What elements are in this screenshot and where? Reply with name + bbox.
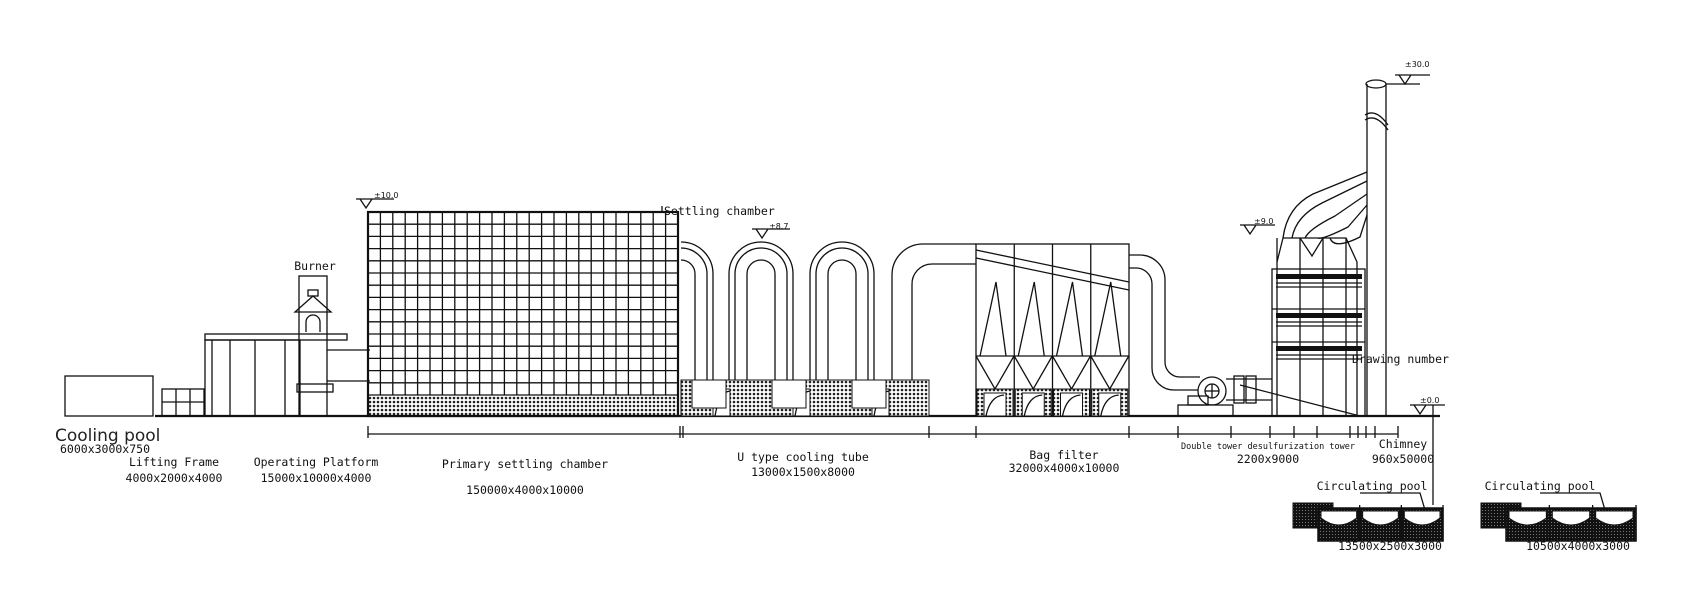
u-tube-pipe [680, 259, 696, 380]
bag-filter-outlet [1100, 394, 1119, 417]
elevation-marker-icon [752, 228, 790, 240]
cooling-pool [64, 375, 154, 417]
exhaust-duct [1304, 193, 1368, 239]
bag-filter-dimensions: 32000x4000x10000 [1009, 461, 1120, 475]
leader-line [1360, 492, 1426, 511]
cooling-pool-dimensions: 6000x3000x750 [60, 442, 150, 456]
circulating-pool-2-dimensions: 10500x4000x3000 [1526, 539, 1630, 553]
exhaust-duct [1291, 180, 1368, 239]
drawing-number-label: Drawing number [1352, 352, 1449, 366]
duct-pipe [1129, 267, 1198, 391]
bag-filter-outlet [983, 392, 1007, 417]
u-tube-pipe [746, 259, 776, 380]
bag-filter-outlet [1060, 392, 1083, 417]
duct-pipe [891, 243, 976, 380]
u-tube-bay [771, 379, 807, 409]
spray-layer [1276, 354, 1362, 360]
u-tube-pipe [815, 247, 869, 380]
spray-layer [1276, 346, 1362, 351]
u-tube-dimensions: 13000x1500x8000 [751, 465, 855, 479]
u-tube-bay [851, 379, 887, 409]
operating-platform-dimensions: 15000x10000x4000 [261, 471, 372, 485]
filter-bag [1013, 281, 1053, 391]
burner [293, 275, 370, 417]
pool-chamber [1320, 510, 1358, 526]
circulating-pool-2-label: Circulating pool [1485, 479, 1596, 493]
u-tube-bay [691, 379, 727, 409]
u-tube-pipe [680, 247, 708, 380]
u-tube-pipe [809, 241, 875, 380]
induced-draft-fan [1177, 375, 1272, 417]
bag-filter-outlet [1023, 394, 1043, 417]
primary-settling-dimensions: 150000x4000x10000 [466, 483, 584, 497]
circulating-pool-1-dimensions: 13500x2500x3000 [1338, 539, 1442, 553]
pool-chamber [1551, 510, 1591, 526]
bag-filter-outlet [1021, 392, 1045, 417]
circulating-pool-1-label: Circulating pool [1317, 479, 1428, 493]
u-tube-pipe [734, 247, 788, 380]
bag-filter-inlet-duct [975, 249, 1130, 291]
u-type-cooling-tube [680, 241, 976, 417]
cooling-pool-label: Cooling pool [55, 426, 160, 446]
elevation-marker-icon [1240, 224, 1275, 236]
lifting-frame-label: Lifting Frame [129, 455, 219, 469]
desulfurization-tower-dimensions: 2200x9000 [1237, 452, 1299, 466]
bag-filter-outlet [1061, 394, 1081, 417]
filter-bag [1090, 281, 1130, 391]
elevation-u-tube-top: ±8.7 [769, 222, 788, 231]
lifting-frame-dimensions: 4000x2000x4000 [126, 471, 223, 485]
elevation-marker-icon [1410, 404, 1445, 416]
primary-settling-label: Primary settling chamber [442, 457, 608, 471]
bag-filter-outlet [985, 394, 1005, 417]
chimney-label: Chimney [1379, 437, 1428, 451]
pool-chamber [1595, 510, 1634, 526]
chimney [1364, 79, 1420, 416]
operating-platform-label: Operating Platform [254, 455, 379, 469]
leader-line [1540, 492, 1606, 511]
spray-layer [1276, 274, 1362, 279]
filter-bag [1051, 281, 1092, 391]
elevation-marker-icon [1395, 74, 1430, 86]
duct-pipe [911, 263, 976, 380]
filter-bag [975, 281, 1015, 391]
desulfurization-tower [1239, 171, 1368, 417]
exhaust-duct [1282, 171, 1368, 239]
spray-layer [1276, 321, 1362, 327]
spray-layer [1276, 313, 1362, 318]
desulfurization-tower-label: Double tower desulfurization tower [1181, 442, 1355, 452]
exhaust-duct [1329, 214, 1368, 245]
elevation-ground: ±0.0 [1420, 396, 1439, 405]
elevation-tower-top: ±9.0 [1254, 217, 1273, 226]
operating-platform [204, 333, 348, 417]
bag-filter [975, 243, 1200, 417]
chimney-dimensions: 960x50000 [1372, 452, 1434, 466]
tower-top [1276, 237, 1358, 416]
u-tube-pipe [728, 241, 794, 380]
exhaust-duct [1317, 204, 1368, 239]
dimension-line [367, 426, 1399, 438]
duct-pipe [1129, 254, 1200, 378]
u-tube-pipe [827, 259, 857, 380]
pool-chamber [1362, 510, 1399, 526]
u-tube-pipe [680, 241, 714, 380]
elevation-chimney-top: ±30.0 [1405, 60, 1430, 69]
tower-brace [1239, 384, 1361, 417]
burner-label: Burner [294, 259, 336, 273]
spray-layer [1276, 282, 1362, 288]
elevation-marker-icon [356, 198, 394, 210]
u-tube-label: U type cooling tube [737, 450, 869, 464]
settling-chamber-label: Settling chamber [664, 204, 775, 218]
bag-filter-label: Bag filter [1029, 448, 1098, 462]
primary-settling-chamber [366, 210, 680, 418]
bag-filter-outlet [1098, 392, 1122, 417]
lifting-frame [161, 388, 205, 417]
elevation-settling-top: ±10.0 [374, 191, 399, 200]
pool-chamber [1508, 510, 1547, 526]
pool-chamber [1403, 510, 1441, 526]
